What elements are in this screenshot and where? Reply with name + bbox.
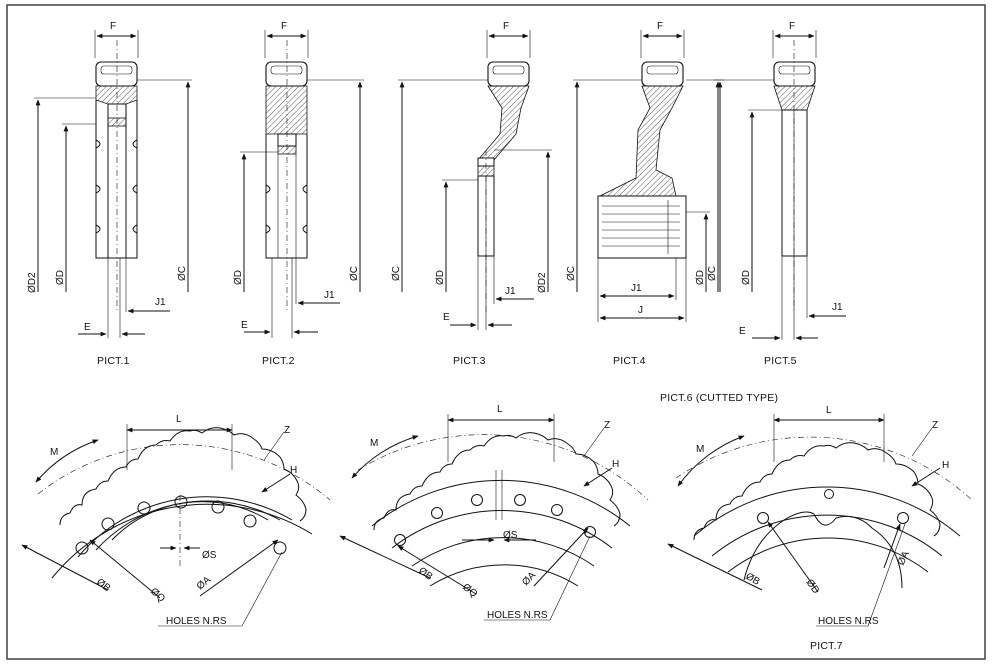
pict2-caption: PICT.2 <box>262 355 295 367</box>
ring1-l-label: L <box>176 414 182 425</box>
pict1-e-label: E <box>84 322 91 333</box>
pict5-caption: PICT.5 <box>764 355 797 367</box>
pict4-j-label: J <box>638 305 643 316</box>
ring2-z-label: Z <box>604 420 610 431</box>
ring1-z-label: Z <box>284 425 290 436</box>
ring2-holes-label: HOLES N.RS <box>487 610 548 621</box>
pict1-section-view: F ØD2 ØD ØC J1 E PICT.1 <box>27 21 192 367</box>
pict1-d2-label: ØD2 <box>27 272 38 293</box>
ring2-b-label: ØB <box>416 565 434 582</box>
pict2-f-label: F <box>281 21 287 32</box>
ring3-h-label: H <box>942 460 949 471</box>
pict1-d-label: ØD <box>55 270 66 285</box>
pict6-caption: PICT.6 (CUTTED TYPE) <box>660 392 778 404</box>
pict4-section-view: F ØC ØD J1 J PICT.4 <box>566 21 724 367</box>
ring3-d-label: ØD <box>804 577 822 596</box>
ring1-s-label: ØS <box>202 550 217 561</box>
ring3-z-label: Z <box>932 420 938 431</box>
pict4-caption: PICT.4 <box>613 355 646 367</box>
pict4-c-label: ØC <box>566 266 577 281</box>
pict2-j1-label: J1 <box>324 290 335 301</box>
pict5-j1-label: J1 <box>832 302 843 313</box>
pict7-caption: PICT.7 <box>810 640 843 652</box>
pict3-section-view: F ØC ØD ØD2 J1 E PICT.3 <box>391 21 552 367</box>
ring1-q-label: ØQ <box>148 586 167 605</box>
pict4-j1-label: J1 <box>631 283 642 294</box>
pict3-e-label: E <box>443 312 450 323</box>
pict1-caption: PICT.1 <box>97 355 130 367</box>
ring3-a-label: ØA <box>896 549 912 567</box>
ring1-m-label: M <box>50 447 58 458</box>
pict3-caption: PICT.3 <box>453 355 486 367</box>
ring-view-1: L M Z H ØS ØB ØQ ØA HOLES N.RS <box>21 414 331 627</box>
ring3-l-label: L <box>826 405 832 416</box>
pict4-d-label: ØD <box>695 270 706 285</box>
ring1-b-label: ØB <box>94 577 112 595</box>
ring3-m-label: M <box>696 444 704 455</box>
pict5-c-label: ØC <box>707 266 718 281</box>
ring2-h-label: H <box>612 459 619 470</box>
ring1-holes-label: HOLES N.RS <box>166 616 227 627</box>
pict3-c-label: ØC <box>391 266 402 281</box>
pict1-j1-label: J1 <box>155 297 166 308</box>
ring1-a-label: ØA <box>195 574 213 592</box>
pict2-d-label: ØD <box>233 270 244 285</box>
pict3-j1-label: J1 <box>505 286 516 297</box>
ring2-l-label: L <box>497 404 503 415</box>
ring1-h-label: H <box>290 465 297 476</box>
pict2-section-view: F ØD ØC J1 E PICT.2 <box>233 21 364 367</box>
pict1-c-label: ØC <box>177 266 188 281</box>
pict5-d-label: ØD <box>741 270 752 285</box>
ring-view-3: L M Z H ØB ØD ØA HOLES N.RS PICT.7 <box>667 405 973 652</box>
ring2-a-label: ØA <box>520 570 538 588</box>
ring2-q-label: ØQ <box>460 582 479 600</box>
drawing-frame <box>6 4 986 660</box>
pict5-e-label: E <box>739 326 746 337</box>
pict3-d2-label: ØD2 <box>537 272 548 293</box>
ring2-s-label: ØS <box>503 530 518 541</box>
pict4-f-label: F <box>657 21 663 32</box>
ring-view-2: L M Z H ØS ØB ØQ ØA HOLES N.RS <box>339 404 649 621</box>
pict3-d-label: ØD <box>435 270 446 285</box>
pict2-e-label: E <box>241 320 248 331</box>
pict5-section-view: F ØC ØD J1 E PICT.5 <box>707 21 846 367</box>
pict3-f-label: F <box>503 21 509 32</box>
ring3-holes-label: HOLES N.RS <box>818 616 879 627</box>
pict5-f-label: F <box>789 21 795 32</box>
ring2-m-label: M <box>370 438 378 449</box>
pict1-f-label: F <box>110 21 116 32</box>
pict2-c-label: ØC <box>349 266 360 281</box>
